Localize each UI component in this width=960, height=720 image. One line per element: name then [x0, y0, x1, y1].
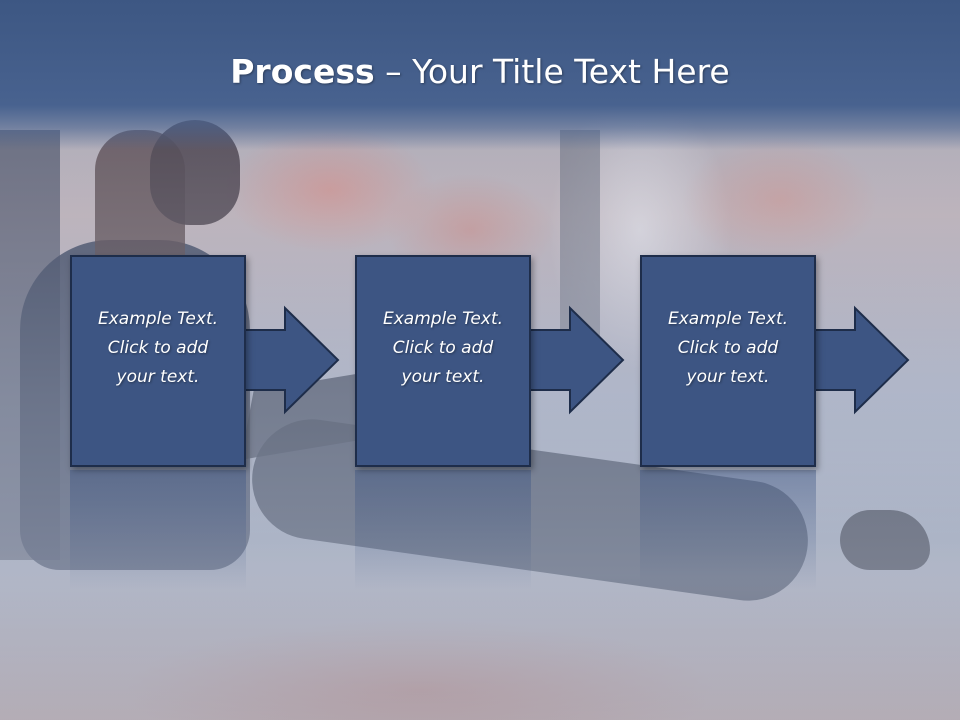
- step-1-reflection: [70, 470, 246, 590]
- title-bold: Process: [230, 52, 375, 91]
- right-arrow-icon: [809, 305, 910, 415]
- slide-title[interactable]: Process – Your Title Text Here: [0, 52, 960, 91]
- step-text-line: Click to add: [107, 337, 209, 358]
- step-text-line: Example Text.: [667, 308, 789, 329]
- step-text-line: your text.: [401, 366, 485, 387]
- right-arrow-icon: [239, 305, 340, 415]
- process-step-1[interactable]: Example Text. Click to add your text.: [70, 255, 246, 467]
- step-text-line: your text.: [116, 366, 200, 387]
- right-arrow-icon: [524, 305, 625, 415]
- step-text-line: Click to add: [392, 337, 494, 358]
- process-step-2[interactable]: Example Text. Click to add your text.: [355, 255, 531, 467]
- step-text-line: your text.: [686, 366, 770, 387]
- title-bar: Process – Your Title Text Here: [0, 0, 960, 150]
- title-rest: – Your Title Text Here: [374, 52, 730, 91]
- step-3-text[interactable]: Example Text. Click to add your text.: [668, 305, 788, 392]
- step-text-line: Click to add: [677, 337, 779, 358]
- step-text-line: Example Text.: [382, 308, 504, 329]
- step-2-reflection: [355, 470, 531, 590]
- step-1-text[interactable]: Example Text. Click to add your text.: [98, 305, 218, 392]
- step-text-line: Example Text.: [97, 308, 219, 329]
- process-step-3[interactable]: Example Text. Click to add your text.: [640, 255, 816, 467]
- step-3-reflection: [640, 470, 816, 590]
- step-2-text[interactable]: Example Text. Click to add your text.: [383, 305, 503, 392]
- shoe: [840, 510, 930, 570]
